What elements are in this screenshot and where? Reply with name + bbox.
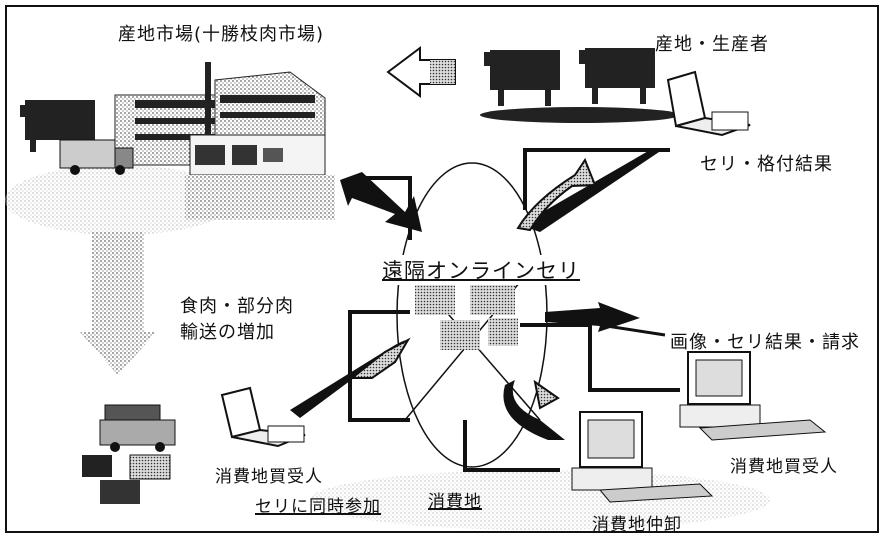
curved-arrow [503, 380, 565, 440]
outer-border [5, 5, 879, 533]
connector-wholesaler [463, 420, 560, 472]
hollow-arrow-left [386, 46, 456, 98]
image-results-label: 画像・セリ結果・請求 [670, 332, 860, 353]
participate-label: セリに同時参加 [255, 497, 381, 517]
delivery-trucks-icon [82, 404, 176, 504]
buyer-right-label: 消費地買受人 [730, 457, 838, 477]
wholesaler-label: 消費地仲卸 [592, 515, 682, 535]
cattle-icon [20, 100, 95, 152]
desktop-icon-buyer-right [679, 351, 827, 441]
connector-producer [523, 148, 670, 210]
auction-result-label: セリ・格付結果 [700, 154, 833, 175]
double-arrow-market [340, 172, 422, 232]
center-title: 遠隔オンラインセリ [378, 255, 584, 285]
connector-market [355, 176, 412, 240]
laptop-icon-producer [666, 70, 751, 137]
consumer-area-label: 消費地 [428, 492, 482, 512]
ground-texture-bottom [310, 470, 770, 530]
producer-label: 産地・生産者 [655, 34, 769, 55]
buyer-left-arrow-head [349, 337, 411, 379]
connector-buyer-left [348, 310, 410, 422]
transport-label-2: 輸送の増加 [180, 322, 275, 343]
producer-arrow-head [516, 157, 597, 232]
cattle-pair-icon [480, 48, 680, 123]
arrow-to-results [545, 302, 640, 332]
laptop-icon-buyer-left [220, 386, 306, 448]
results-pointer [599, 323, 666, 337]
buyer-left-label: 消費地買受人 [215, 467, 323, 487]
truck-icon [59, 139, 134, 175]
transport-label-1: 食肉・部分肉 [180, 296, 294, 317]
transport-arrow [80, 232, 156, 375]
producer-arrow-shaft [520, 148, 665, 232]
origin-market-label: 産地市場(十勝枝肉市場) [118, 24, 325, 45]
connector-buyer-right [520, 323, 680, 392]
auction-room-icon [415, 280, 518, 350]
curved-arrow-head [533, 379, 560, 410]
desktop-icon-wholesaler [571, 411, 714, 503]
ground-texture-left [5, 165, 235, 235]
